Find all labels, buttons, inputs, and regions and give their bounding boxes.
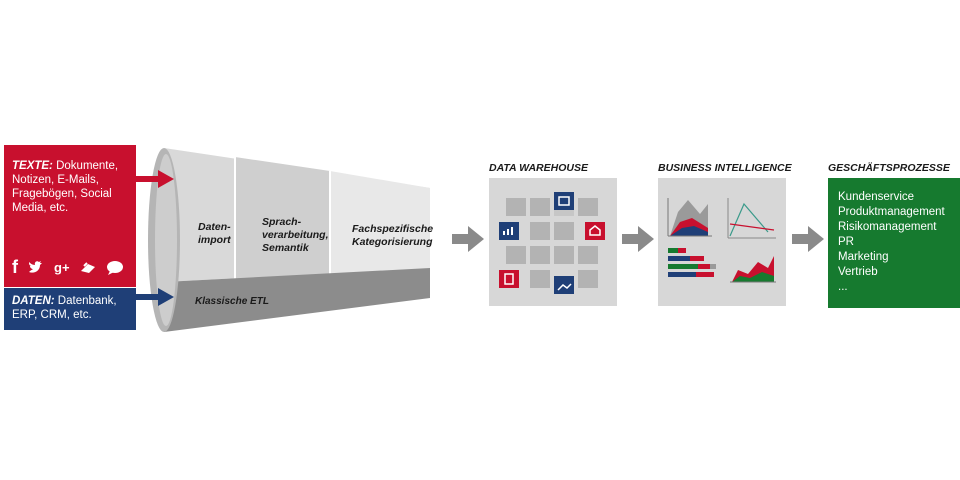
daten-text: DATEN: Datenbank, ERP, CRM, etc. [12, 294, 130, 322]
bi-charts [667, 198, 776, 283]
gp-title: GESCHÄFTSPROZESSE [828, 162, 950, 174]
funnel-stage-2: Sprach- verarbeitung, Semantik [262, 216, 329, 255]
bi-area2-green [732, 272, 774, 282]
funnel-stage-1: Daten- import [198, 221, 231, 247]
funnel-graphic [148, 148, 430, 332]
bi-title: BUSINESS INTELLIGENCE [658, 162, 792, 174]
funnel-segment-2 [235, 157, 330, 279]
daten-title: DATEN: [12, 295, 55, 307]
dw-title: DATA WAREHOUSE [489, 162, 588, 174]
dw-document-icon [499, 270, 519, 288]
funnel-etl-band [164, 268, 430, 332]
list-item: PR [838, 236, 854, 248]
google-plus-icon: g+ [54, 260, 70, 275]
bi-line-1 [729, 202, 769, 237]
funnel-mouth-inner [155, 154, 177, 326]
stage2-line1: Sprach- [262, 216, 302, 228]
daten-arrow [130, 288, 174, 306]
dw-calendar-icon [554, 192, 574, 210]
etl-label: Klassische ETL [195, 296, 269, 307]
list-item: Kundenservice [838, 191, 915, 203]
daten-box: DATEN: Datenbank, ERP, CRM, etc. [4, 288, 136, 330]
bi-area-blue [670, 226, 708, 236]
stage3-line2: Kategorisierung [352, 236, 433, 248]
funnel-segment-3 [330, 171, 430, 275]
chat-icon [80, 261, 95, 273]
list-item: Produktmanagement [838, 206, 945, 218]
bi-line-2 [729, 223, 775, 231]
process-list: Kundenservice Produktmanagement Risikoma… [838, 190, 945, 295]
arrow-to-dw [452, 226, 484, 252]
list-item: Vertrieb [838, 266, 878, 278]
list-item: ... [838, 281, 848, 293]
stage1-line2: import [198, 234, 231, 246]
arrow-to-gp [792, 226, 824, 252]
texte-title: TEXTE: [12, 160, 53, 172]
dw-home-icon [585, 222, 605, 240]
texte-text: TEXTE: Dokumente, Notizen, E-Mails, Frag… [12, 159, 130, 215]
facebook-icon: f [12, 257, 18, 277]
texte-body: Dokumente, Notizen, E-Mails, Fragebögen,… [12, 160, 119, 214]
stage2-line3: Semantik [262, 242, 309, 254]
bi-panel [658, 178, 786, 306]
daten-body: Datenbank, ERP, CRM, etc. [12, 295, 117, 321]
funnel-stage-3: Fachspezifische Kategorisierung [352, 223, 433, 249]
dw-panel [489, 178, 617, 306]
list-item: Marketing [838, 251, 889, 263]
speech-bubble-icon [106, 260, 123, 275]
twitter-icon [29, 260, 42, 273]
dw-grid [499, 192, 605, 294]
list-item: Risikomanagement [838, 221, 937, 233]
gp-panel: Kundenservice Produktmanagement Risikoma… [828, 178, 960, 308]
texte-box: TEXTE: Dokumente, Notizen, E-Mails, Frag… [4, 145, 136, 287]
stage3-line1: Fachspezifische [352, 223, 434, 235]
bi-bars [668, 248, 716, 277]
social-icons: f g+ [12, 257, 124, 278]
stage2-line2: verarbeitung, [262, 229, 329, 241]
stage1-line1: Daten- [198, 221, 231, 233]
texte-arrow [130, 170, 174, 188]
arrow-to-bi [622, 226, 654, 252]
